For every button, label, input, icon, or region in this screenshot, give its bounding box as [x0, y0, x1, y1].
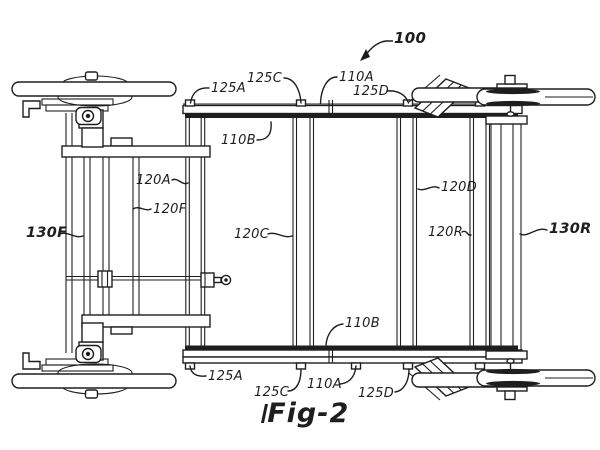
callout-110B-upper: 110B — [221, 133, 256, 148]
latch-bolt — [200, 272, 232, 288]
callout-110B-lower: 110B — [345, 316, 380, 331]
callout-120R: 120R — [428, 225, 464, 240]
figure-caption: Fig-2 — [246, 398, 366, 429]
callout-120D: 120D — [441, 180, 478, 195]
callout-125A-bottom: 125A — [208, 369, 243, 384]
figure-caption-text: Fig-2 — [263, 398, 350, 429]
front-wheel-top — [11, 71, 177, 148]
rear-wheel-bottom — [408, 357, 596, 401]
callout-100: 100 — [394, 29, 427, 47]
leader-lines — [59, 76, 548, 393]
callout-125A-top: 125A — [211, 81, 246, 96]
front-wheel-bottom — [11, 322, 177, 399]
callout-120F: 120F — [153, 202, 187, 217]
callout-130F: 130F — [26, 225, 68, 241]
callout-110A-top: 110A — [339, 70, 374, 85]
callout-130R: 130R — [549, 221, 592, 237]
callout-125C-bottom: 125C — [254, 385, 290, 400]
callout-125C-top: 125C — [247, 71, 283, 86]
callout-110A-bottom: 110A — [307, 377, 342, 392]
callout-125D-bottom: 125D — [358, 386, 395, 401]
callout-120C: 120C — [234, 227, 270, 242]
front-axle-assembly — [61, 113, 232, 353]
callout-120A: 120A — [136, 173, 171, 188]
rear-axle-beam — [485, 115, 528, 360]
leader-arrow-100 — [360, 40, 393, 61]
callout-125D-top: 125D — [353, 84, 390, 99]
